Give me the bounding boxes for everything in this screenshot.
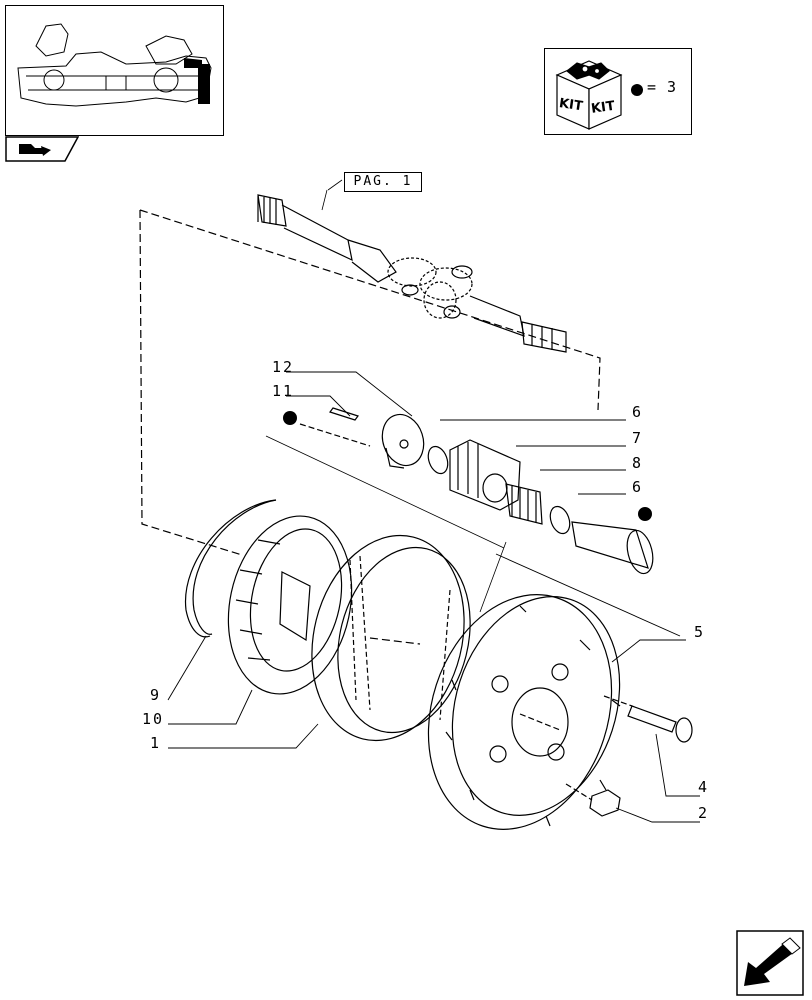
planet-pin [571, 521, 649, 569]
callout-7[interactable]: 7 [632, 429, 644, 447]
snap-ring-6 [427, 445, 449, 475]
tractor-section-icon [5, 136, 80, 162]
tractor-section-tab[interactable] [5, 136, 80, 162]
callout-6[interactable]: 6 [632, 403, 644, 421]
callout-8[interactable]: 8 [632, 454, 644, 472]
axle-thumbnail-frame[interactable] [5, 5, 224, 136]
callout-9[interactable]: 9 [150, 686, 162, 704]
bolt-4 [627, 705, 677, 733]
pin-11 [329, 407, 359, 421]
kit-marker-dot-icon [631, 84, 643, 96]
page-reference-box[interactable]: PAG. 1 [344, 172, 422, 192]
callout-12[interactable]: 12 [272, 358, 295, 376]
assembly-boundary-line [139, 209, 243, 556]
axle-shaft [257, 194, 567, 353]
callout-5[interactable]: 5 [694, 623, 706, 641]
kit-legend: KIT KIT [544, 48, 692, 135]
circlip-9 [184, 499, 277, 638]
planet-carrier-10 [227, 515, 353, 695]
next-page-button[interactable] [736, 930, 804, 996]
callout-2[interactable]: 2 [698, 804, 710, 822]
kit-marker-dot-icon [283, 411, 297, 425]
thrust-washer-12 [381, 413, 425, 467]
assembly-boundary-line [139, 209, 601, 411]
nut-2 [589, 789, 621, 817]
callout-10[interactable]: 10 [142, 710, 165, 728]
kit-marker-dot-icon [638, 507, 652, 521]
axle-assembly-thumbnail-icon [17, 23, 212, 107]
hub-flange-5 [427, 594, 621, 830]
planet-gear-7 [449, 439, 521, 511]
snap-ring-6 [549, 505, 571, 535]
callout-1[interactable]: 1 [150, 734, 162, 752]
next-page-arrow-icon [736, 930, 804, 996]
needle-bearing-8 [505, 483, 543, 525]
kit-text-left: KIT [558, 96, 584, 114]
callout-11[interactable]: 11 [272, 382, 295, 400]
kit-text-right: KIT [590, 99, 616, 117]
ring-gear-1 [311, 534, 471, 742]
callout-6-lower[interactable]: 6 [632, 478, 644, 496]
kit-box-icon: KIT KIT [555, 60, 643, 130]
kit-quantity-label: = 3 [647, 78, 678, 96]
callout-4[interactable]: 4 [698, 778, 710, 796]
